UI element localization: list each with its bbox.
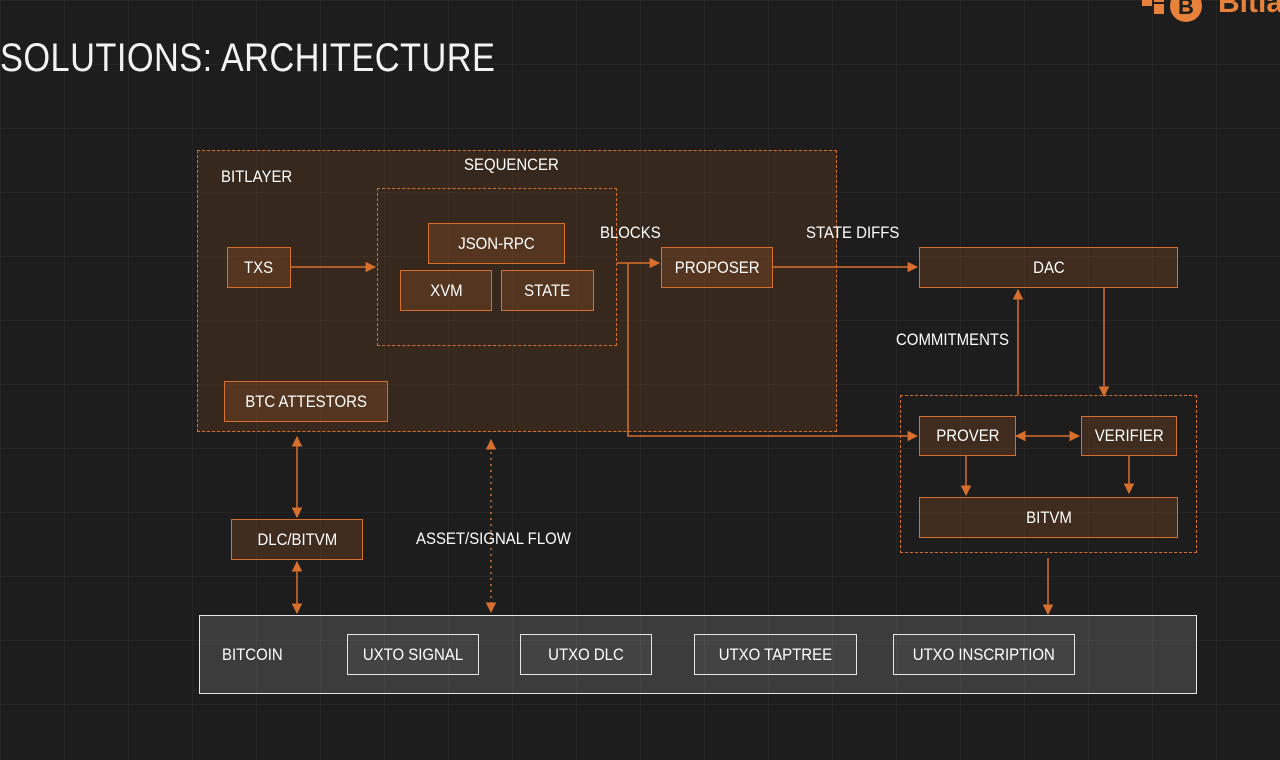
utxo-dlc-node-label: UTXO DLC [548,644,624,664]
bitvm-group-region [900,395,1197,553]
btc-attestors-node-label: BTC ATTESTORS [245,391,367,411]
asset-signal-flow-label: ASSET/SIGNAL FLOW [416,529,571,548]
proposer-node: PROPOSER [661,247,773,288]
utxo-taptree-node: UTXO TAPTREE [694,634,857,675]
dlc-bitvm-node-label: DLC/BITVM [257,529,337,549]
verifier-node-label: VERIFIER [1094,426,1164,445]
page-title: SOLUTIONS: ARCHITECTURE [0,36,496,80]
bitcoin-logo-icon: B [1142,0,1202,22]
verifier-node: VERIFIER [1081,416,1177,456]
json-rpc-node: JSON-RPC [428,223,565,264]
txs-node-label: TXS [244,257,274,277]
bitcoin-label: BITCOIN [222,645,283,664]
uxto-signal-node-label: UXTO SIGNAL [362,644,464,664]
bitlayer-region [197,150,837,432]
utxo-dlc-node: UTXO DLC [520,634,652,675]
xvm-node-label: XVM [429,280,463,300]
bitvm-node: BITVM [919,497,1178,538]
uxto-signal-node: UXTO SIGNAL [347,634,479,675]
xvm-node: XVM [400,270,492,311]
utxo-inscription-node: UTXO INSCRIPTION [893,634,1075,675]
state-diffs-label: STATE DIFFS [806,223,900,242]
sequencer-region [377,188,617,346]
bitlayer-label: BITLAYER [221,167,293,186]
prover-node: PROVER [919,416,1016,456]
dlc-bitvm-node: DLC/BITVM [231,519,363,560]
btc-attestors-node: BTC ATTESTORS [224,381,388,422]
utxo-inscription-node-label: UTXO INSCRIPTION [912,644,1056,664]
state-node-label: STATE [524,280,571,300]
txs-node: TXS [227,247,291,288]
proposer-node-label: PROPOSER [674,257,760,277]
sequencer-label: SEQUENCER [464,155,559,174]
bitcoin-region [199,615,1197,694]
json-rpc-node-label: JSON-RPC [458,233,535,253]
logo-text: Bitla [1218,0,1280,19]
dac-node: DAC [919,247,1178,288]
blocks-label: BLOCKS [600,223,661,242]
bitvm-node-label: BITVM [1025,507,1072,527]
prover-node-label: PROVER [935,426,1000,445]
state-node: STATE [501,270,594,311]
commitments-label: COMMITMENTS [896,330,1010,349]
dac-node-label: DAC [1032,257,1065,277]
svg-text:B: B [1178,0,1194,19]
utxo-taptree-node-label: UTXO TAPTREE [718,644,833,664]
